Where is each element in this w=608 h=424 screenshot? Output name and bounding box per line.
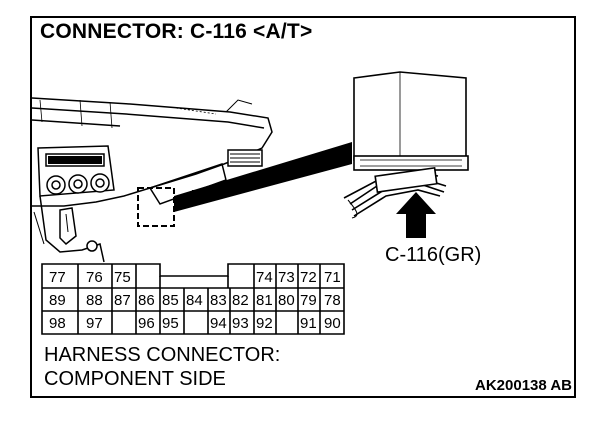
pin-77: 77 [49, 269, 66, 286]
dashboard-drawing [31, 97, 273, 263]
connector-arrow [396, 192, 436, 238]
pin-90: 90 [324, 315, 341, 332]
pin-72: 72 [300, 269, 317, 286]
pin-95: 95 [162, 315, 179, 332]
pin-91: 91 [300, 315, 317, 332]
pin-84: 84 [186, 292, 203, 309]
pin-93: 93 [232, 315, 249, 332]
figure-code: AK200138 AB [475, 377, 572, 394]
pin-86: 86 [138, 292, 155, 309]
footer-line-2: COMPONENT SIDE [44, 368, 226, 390]
pin-85: 85 [162, 292, 179, 309]
pin-78: 78 [324, 292, 341, 309]
pin-grid [41, 263, 345, 335]
pin-96: 96 [138, 315, 155, 332]
ecu-unit [343, 71, 469, 219]
footer-line-1: HARNESS CONNECTOR: [44, 344, 281, 366]
diagram-frame [30, 16, 576, 398]
pin-71: 71 [324, 269, 341, 286]
connector-callout: C-116(GR) [385, 244, 482, 266]
pin-76: 76 [86, 269, 103, 286]
diagram-title: CONNECTOR: C-116 <A/T> [40, 20, 313, 43]
pin-74: 74 [256, 269, 273, 286]
pin-73: 73 [278, 269, 295, 286]
pin-79: 79 [300, 292, 317, 309]
ecu-location-marker [137, 187, 175, 227]
pin-94: 94 [210, 315, 227, 332]
pin-83: 83 [210, 292, 227, 309]
pin-80: 80 [278, 292, 295, 309]
pin-81: 81 [256, 292, 273, 309]
pin-92: 92 [256, 315, 273, 332]
pin-89: 89 [49, 292, 66, 309]
pin-labels: 77 76 75 74 73 72 71 89 88 87 86 85 84 8… [49, 269, 341, 332]
pin-97: 97 [86, 315, 103, 332]
leader-wedge [174, 142, 352, 212]
pin-88: 88 [86, 292, 103, 309]
pin-82: 82 [232, 292, 249, 309]
pin-87: 87 [114, 292, 131, 309]
pin-98: 98 [49, 315, 66, 332]
pin-75: 75 [114, 269, 131, 286]
